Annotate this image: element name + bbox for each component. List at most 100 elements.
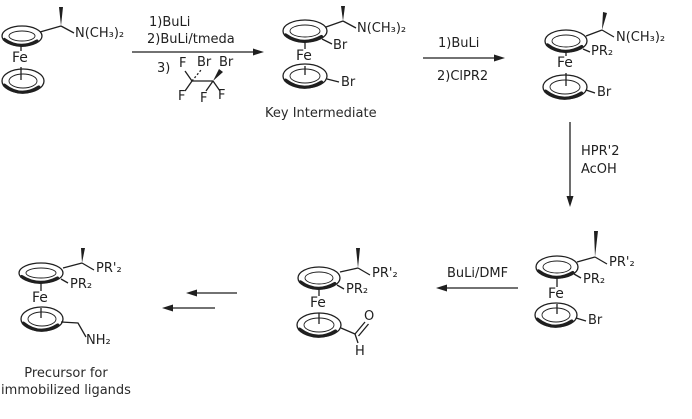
- atom-label-oxygen: O: [364, 309, 375, 324]
- cp-ring-front-edge: [2, 83, 41, 94]
- atom-label-br: Br: [197, 55, 212, 70]
- bond-ring-br: [575, 317, 587, 322]
- cp-ring-front-edge: [535, 317, 574, 328]
- bond-ring-ch: [62, 262, 83, 269]
- atom-label-fe: Fe: [548, 286, 564, 302]
- cp-ring-inner: [542, 260, 572, 274]
- atom-label-phosphine: PR₂: [591, 44, 614, 59]
- bond-ring-ch2-n: [60, 321, 87, 338]
- cp-ring-front-edge: [545, 43, 584, 53]
- cp-ring-top: [297, 266, 341, 290]
- bond-ring-p: [582, 48, 591, 53]
- bond-ring-br: [321, 38, 333, 45]
- bond-ch-p: [81, 262, 95, 271]
- atom-label-fe: Fe: [296, 48, 312, 64]
- bond-ring-br: [326, 78, 340, 83]
- caption-precursor: Precursor for immobilized ligands: [0, 366, 132, 400]
- bond-ring-p: [336, 284, 345, 290]
- cp-ring-inner: [25, 267, 57, 279]
- cp-ring-bottom: [20, 306, 64, 332]
- arrow-head: [566, 196, 574, 207]
- atom-label-fe: Fe: [12, 50, 28, 66]
- struct-start-amine: [1, 7, 75, 94]
- bond-ring-p: [60, 278, 69, 284]
- cp-ring-front-edge: [544, 89, 584, 100]
- cp-ring-inner: [549, 79, 581, 95]
- cp-ring-front-edge: [536, 269, 575, 279]
- struct-diphosphine-bromide: [534, 231, 608, 328]
- caption-key-intermediate: Key Intermediate: [265, 106, 377, 121]
- methyl-wedge-bond: [59, 7, 63, 26]
- bond-ch-n: [60, 25, 75, 34]
- cp-ring-top: [1, 25, 43, 47]
- bond-c-f: [184, 80, 193, 92]
- atom-label-br: Br: [341, 75, 356, 90]
- atom-label-amine: N(CH₃)₂: [357, 21, 407, 36]
- reagent-step-c-line1: HPR'2: [581, 144, 620, 159]
- cp-ring-front-edge: [298, 280, 337, 290]
- reagent-step-a-line1: 1)BuLi: [149, 15, 191, 30]
- bond-c-br-wedge: [213, 69, 223, 81]
- atom-label-phosphine: PR₂: [346, 282, 369, 297]
- bond-c-f: [205, 80, 214, 92]
- atom-label-amine: NH₂: [86, 333, 111, 348]
- arrow-multistep-upper: [186, 289, 237, 297]
- cp-ring-inner: [551, 34, 581, 48]
- arrow-head: [186, 289, 197, 297]
- atom-label-fe: Fe: [310, 295, 326, 311]
- bond-ring-cho: [340, 327, 356, 335]
- bond-ring-ch: [39, 25, 62, 33]
- bond-ch-n: [342, 20, 357, 29]
- arrow-step-b: [423, 54, 505, 62]
- cp-ring-top: [18, 262, 64, 284]
- methyl-wedge-bond: [341, 6, 345, 21]
- bond-c-o-double-2: [358, 323, 369, 337]
- struct-key-intermediate: [282, 6, 357, 89]
- bond-c-o-double-1: [354, 321, 366, 335]
- cp-ring-inner: [303, 317, 335, 333]
- cp-ring-front-edge: [284, 78, 324, 89]
- reagent-step-b-line2: 2)ClPR2: [437, 69, 489, 84]
- arrow-step-a: [132, 48, 264, 56]
- atom-label-br: Br: [219, 55, 234, 70]
- reagent-step-a-line2: 2)BuLi/tmeda: [147, 32, 235, 47]
- cp-ring-bottom: [542, 74, 588, 100]
- cp-ring-front-edge: [21, 321, 60, 332]
- atom-label-hydrogen: H: [355, 344, 365, 359]
- arrow-head: [436, 284, 447, 292]
- bond-c-br-hashed: [191, 69, 202, 82]
- caption-precursor-line1: Precursor for: [24, 366, 108, 381]
- atom-label-fe: Fe: [32, 290, 48, 306]
- atom-label-br: Br: [597, 85, 612, 100]
- atom-label-br: Br: [333, 38, 348, 53]
- atom-label-phosphine: PR₂: [583, 272, 606, 287]
- cp-ring-front-edge: [298, 327, 338, 338]
- atom-label-f: F: [178, 89, 186, 104]
- bond-ring-ch: [585, 29, 603, 37]
- bond-ch-p: [594, 256, 608, 265]
- bond-ch-n: [601, 29, 615, 38]
- bond-ring-p: [573, 273, 582, 279]
- reagent-step-a-line3: 3): [157, 61, 171, 76]
- cp-ring-bottom: [296, 312, 342, 338]
- methyl-wedge-bond: [602, 12, 607, 30]
- arrow-head: [162, 304, 173, 312]
- cp-ring-bottom: [282, 63, 328, 89]
- cp-ring-inner: [541, 307, 571, 323]
- cp-ring-inner: [304, 271, 334, 285]
- atom-label-f: F: [218, 88, 226, 103]
- atom-label-f: F: [179, 56, 187, 71]
- bond-ring-ch: [339, 267, 359, 273]
- bond-ch-p: [357, 267, 371, 276]
- atom-label-fe: Fe: [557, 55, 573, 71]
- methyl-wedge-bond: [594, 231, 598, 257]
- reagent-step-c-line2: AcOH: [581, 162, 617, 177]
- cp-ring-inner: [27, 311, 57, 327]
- cp-ring-inner: [289, 24, 321, 38]
- bond-c-f: [212, 80, 221, 92]
- methyl-wedge-bond: [356, 248, 360, 268]
- bond-c-f: [184, 70, 193, 82]
- cp-ring-bottom: [534, 302, 578, 328]
